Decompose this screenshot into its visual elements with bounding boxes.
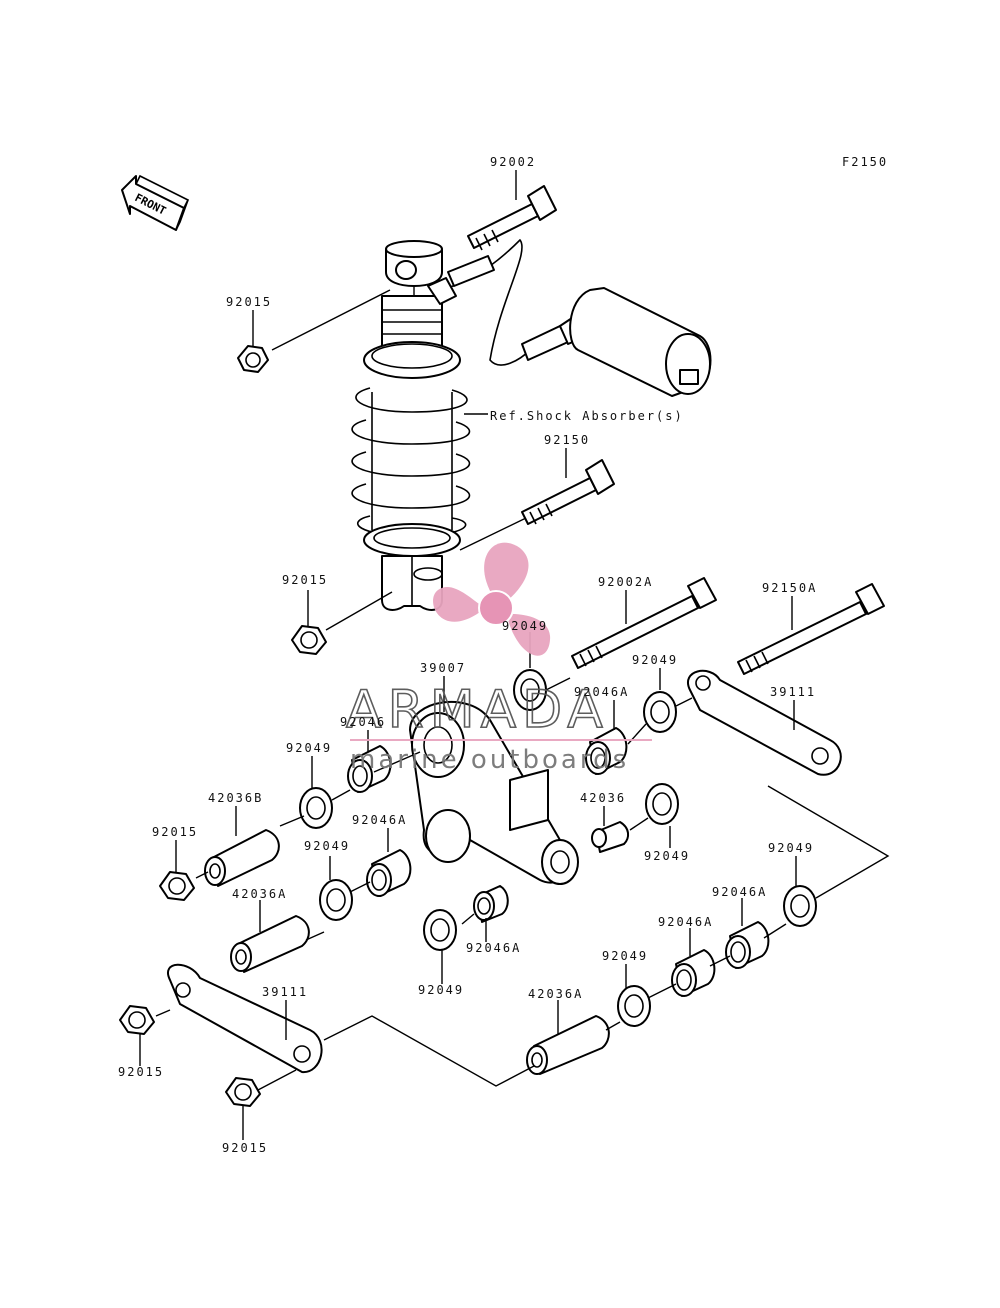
- seal-92049-c-part: [299, 787, 333, 829]
- seal-92049-b-part: [643, 691, 677, 733]
- part-labels: 92002 92015 Ref.Shock Absorber(s) 92150 …: [118, 155, 817, 1155]
- label-92049-b: 92049: [632, 653, 678, 667]
- diagram-code: F2150: [842, 155, 888, 169]
- link-39111-a-part: [687, 670, 842, 776]
- bolt-92150-part: [521, 459, 615, 525]
- label-92015-d: 92015: [118, 1065, 164, 1079]
- bolt-92002-part: [467, 185, 557, 251]
- seal-92049-e-part: [319, 879, 353, 921]
- leader-lines: [139, 170, 890, 1140]
- seal-92049-h-part: [617, 985, 651, 1027]
- link-39111-b-part: [167, 963, 323, 1074]
- armada-logo: ARMADA marine outboards: [345, 542, 652, 775]
- collar-42036a-a-part: [230, 915, 310, 973]
- nut-92015-b-part: [291, 625, 327, 655]
- label-92015-a: 92015: [226, 295, 272, 309]
- label-92049-e: 92049: [644, 849, 690, 863]
- label-92046: 92046: [340, 715, 386, 729]
- label-92015-e: 92015: [222, 1141, 268, 1155]
- label-92049-f: 92049: [418, 983, 464, 997]
- label-92002a: 92002A: [598, 575, 653, 589]
- rocker-arm-39007-part: [409, 700, 579, 885]
- label-92015-b: 92015: [282, 573, 328, 587]
- bearing-92046a-e-part: [725, 921, 770, 969]
- label-42036: 42036: [580, 791, 626, 805]
- label-39007: 39007: [420, 661, 466, 675]
- label-39111-a: 39111: [770, 685, 816, 699]
- nut-92015-e-part: [225, 1077, 261, 1107]
- label-92046a-a: 92046A: [574, 685, 629, 699]
- label-39111-b: 39111: [262, 985, 308, 999]
- seal-92049-f-part: [423, 909, 457, 951]
- label-92150: 92150: [544, 433, 590, 447]
- label-92046a-d: 92046A: [658, 915, 713, 929]
- propeller-icon: [433, 542, 551, 656]
- nut-92015-c-part: [159, 871, 195, 901]
- label-92150a: 92150A: [762, 581, 817, 595]
- front-arrow-icon: FRONT: [121, 174, 190, 231]
- collar-42036-part: [591, 821, 630, 853]
- label-92015-c: 92015: [152, 825, 198, 839]
- watermark-brand: ARMADA: [346, 680, 609, 740]
- label-42036a-b: 42036A: [528, 987, 583, 1001]
- collar-42036a-b-part: [526, 1015, 610, 1075]
- label-42036a-a: 42036A: [232, 887, 287, 901]
- label-92049-c: 92049: [286, 741, 332, 755]
- bolt-92150a-part: [737, 583, 885, 675]
- seal-92049-d-part: [645, 783, 679, 825]
- bolt-92002a-part: [571, 577, 717, 669]
- seal-92049-g-part: [783, 885, 817, 927]
- bearing-92046a-d-part: [671, 949, 716, 997]
- label-92002: 92002: [490, 155, 536, 169]
- label-42036b: 42036B: [208, 791, 263, 805]
- label-92049-g: 92049: [768, 841, 814, 855]
- watermark-tagline: marine outboards: [350, 745, 629, 775]
- bearing-92046a-b-part: [366, 849, 412, 897]
- nut-92015-d-part: [119, 1005, 155, 1035]
- ref-shock-label: Ref.Shock Absorber(s): [490, 409, 684, 423]
- label-92049-a: 92049: [502, 619, 548, 633]
- collar-42036b-part: [204, 829, 280, 887]
- reservoir-part: [427, 238, 712, 397]
- bearing-92046a-c-part: [473, 885, 509, 923]
- label-92046a-c: 92046A: [466, 941, 521, 955]
- label-92049-f-right: 92049: [602, 949, 648, 963]
- nut-92015-a-part: [237, 345, 269, 373]
- label-92046a-e: 92046A: [712, 885, 767, 899]
- label-92049-d: 92049: [304, 839, 350, 853]
- label-92046a-b: 92046A: [352, 813, 407, 827]
